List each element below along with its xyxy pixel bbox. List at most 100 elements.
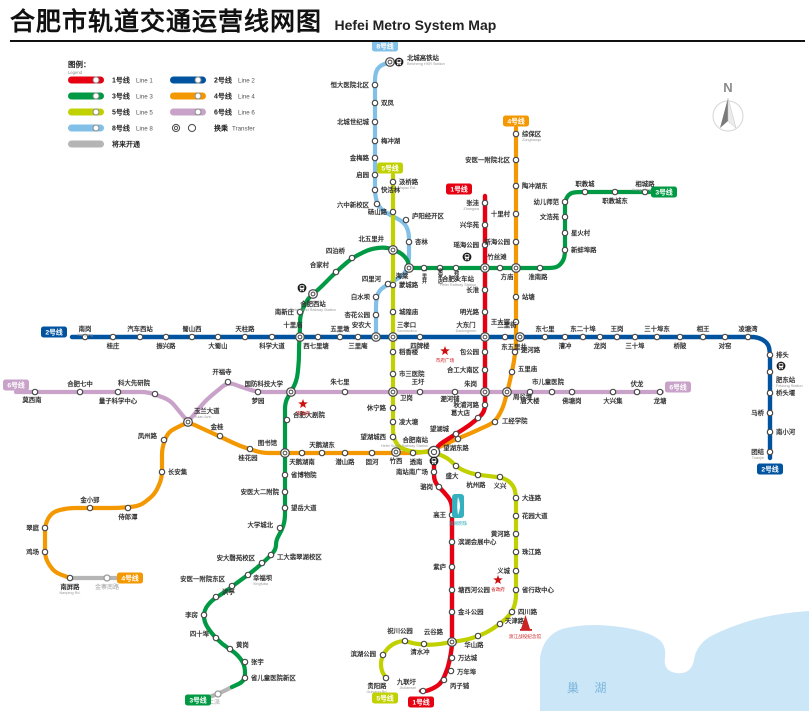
station-dot bbox=[508, 368, 516, 376]
page-title-en: Hefei Metro System Map bbox=[334, 17, 497, 33]
train-icon-window bbox=[465, 255, 469, 257]
legend-line-sample-dot bbox=[92, 108, 100, 116]
station-label: 蒙城路 bbox=[399, 280, 419, 289]
station-dot bbox=[596, 333, 604, 341]
station-dot bbox=[341, 388, 349, 396]
station-label: 翠庭 bbox=[26, 523, 39, 532]
badge-pill bbox=[408, 696, 434, 708]
station-label: 天津路 bbox=[505, 616, 525, 625]
rail-icons bbox=[297, 57, 786, 466]
transfer-icon-2 bbox=[187, 123, 197, 133]
badge-pill bbox=[651, 186, 677, 198]
station-label: 职教城东 bbox=[602, 196, 628, 205]
station-dot bbox=[41, 524, 49, 532]
legend-item-label-en: Line 8 bbox=[136, 126, 153, 133]
station-dot bbox=[512, 548, 520, 556]
station-dot bbox=[561, 229, 569, 237]
chao-lake: 巢 湖 bbox=[540, 611, 809, 711]
station-dot bbox=[368, 449, 376, 457]
station-label: 合肥大剧院 bbox=[292, 410, 326, 419]
train-icon-window bbox=[300, 286, 304, 288]
station-label: 金斗公园 bbox=[457, 607, 484, 616]
station-label: 滨湖会展中心 bbox=[458, 537, 497, 546]
badge-label: 5号线 bbox=[381, 164, 399, 173]
badge-pill bbox=[503, 115, 529, 127]
line-line4 bbox=[42, 125, 519, 581]
station-label-en: Xingfuba bbox=[253, 582, 269, 586]
station-dot bbox=[76, 388, 84, 396]
station-label: 塘西河公园 bbox=[458, 585, 491, 594]
station-dot bbox=[766, 428, 774, 436]
station-dot bbox=[496, 473, 504, 481]
station-label: 张宇 bbox=[251, 657, 264, 666]
station-label-en: Tuanjie bbox=[752, 456, 764, 460]
station-label: 十里村 bbox=[491, 209, 511, 218]
station-label: 漕冲 bbox=[559, 341, 572, 350]
station-label: 北五里井 bbox=[358, 234, 384, 243]
landmark-label: 渡江战役纪念馆 bbox=[509, 633, 542, 640]
station-label: 云谷路 bbox=[424, 627, 444, 636]
legend-item-label-en: Line 4 bbox=[238, 94, 255, 101]
station-dot bbox=[371, 186, 379, 194]
station-label: 省儿童医院新区 bbox=[250, 673, 296, 682]
legend-item-line-4: 4号线 Line 4 bbox=[170, 92, 255, 101]
station-dot bbox=[212, 634, 220, 642]
station-dot bbox=[536, 264, 544, 272]
transfer-icon-inner bbox=[173, 125, 179, 131]
landmark-label: 市府广场 bbox=[436, 357, 455, 364]
landmark-label: 省政府 bbox=[491, 586, 505, 593]
legend-item-line-3: 3号线 Line 3 bbox=[68, 92, 153, 101]
station-label: 对窑 bbox=[719, 341, 732, 350]
station-dot bbox=[641, 188, 649, 196]
station-label: 望湖城 bbox=[430, 424, 450, 433]
legend-item-label-en: Line 2 bbox=[238, 78, 255, 85]
station-label: 万年埠 bbox=[456, 667, 477, 676]
station-dot bbox=[436, 264, 444, 272]
station-dot bbox=[512, 156, 520, 164]
station-dot bbox=[281, 488, 289, 496]
station-label: 合肥西站 bbox=[299, 299, 326, 308]
station-label: 大蜀山 bbox=[208, 341, 227, 350]
station-dot bbox=[512, 182, 520, 190]
station-label: 综保区 bbox=[522, 129, 542, 138]
station-label: 科大先研院 bbox=[118, 378, 151, 387]
landmark: 市政府 bbox=[296, 399, 310, 417]
station-dot bbox=[481, 199, 489, 207]
station-label: 方庙 bbox=[501, 272, 514, 281]
station-label: 葛大店 bbox=[450, 408, 471, 417]
station-dot bbox=[389, 418, 397, 426]
station-label: 市儿童医院 bbox=[532, 377, 565, 386]
station-label: 四十埠 bbox=[190, 629, 210, 638]
station-label: 竹丝滩 bbox=[486, 252, 507, 261]
station-transfer-inner bbox=[482, 334, 488, 340]
station-dot bbox=[541, 333, 549, 341]
station-label-en: Feidong Station bbox=[776, 384, 803, 388]
station-label: 透南 bbox=[410, 457, 423, 466]
station-label-en: Sanxiaokou bbox=[397, 329, 417, 333]
station-dot bbox=[561, 333, 569, 341]
badge-label: 3号线 bbox=[189, 696, 207, 705]
station-label: 长淮 bbox=[466, 285, 479, 294]
station-label: 东二十埠 bbox=[570, 324, 596, 333]
station-label: 天鹅湖东 bbox=[309, 440, 335, 449]
station-dot bbox=[481, 221, 489, 229]
station-dot bbox=[244, 571, 252, 579]
station-label: 包公园 bbox=[460, 347, 480, 356]
station-label-en: Zongbaoqu bbox=[522, 138, 541, 142]
badge-pill bbox=[3, 379, 29, 391]
station-dot bbox=[348, 254, 356, 262]
station-dot bbox=[420, 264, 428, 272]
station-dot bbox=[389, 208, 397, 216]
station-dot bbox=[136, 333, 144, 341]
station-transfer-inner bbox=[504, 389, 510, 395]
legend-item-line-6: 6号线 Line 6 bbox=[170, 108, 255, 117]
compass: N bbox=[712, 80, 744, 132]
station-label: 清水冲 bbox=[410, 647, 430, 656]
station-label: 合肥七中 bbox=[66, 379, 93, 388]
station-dot bbox=[481, 241, 489, 249]
station-label: 蜀山西 bbox=[182, 324, 202, 333]
station-dot bbox=[451, 388, 459, 396]
station-dot bbox=[160, 436, 168, 444]
station-label: 合肥火车站 bbox=[441, 274, 475, 283]
